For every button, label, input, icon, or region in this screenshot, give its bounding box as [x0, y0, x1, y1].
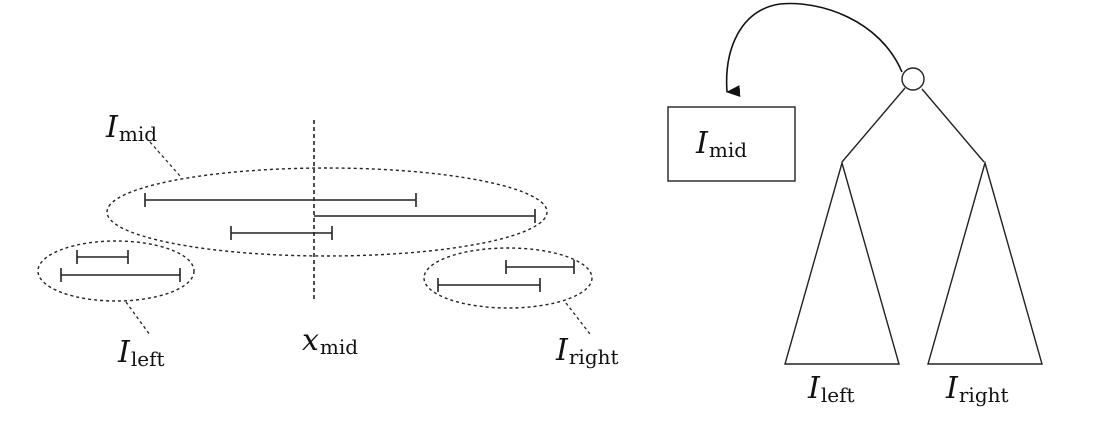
left-set-ellipse	[37, 240, 195, 302]
mid-set-box	[667, 106, 796, 182]
interval-segment	[60, 268, 181, 282]
interval-segment	[144, 193, 417, 207]
right-subtree	[927, 160, 1043, 365]
interval-segment	[230, 226, 333, 240]
mid-set-ellipse	[106, 167, 548, 257]
mid-label-leader	[149, 141, 181, 177]
interval-segment	[76, 250, 129, 264]
left-child-edge	[841, 87, 906, 163]
split-label: xmid	[302, 323, 358, 359]
mid-pointer-arrow	[725, 2, 903, 98]
left-subtree-label: Ileft	[807, 371, 855, 407]
root-node	[901, 67, 925, 91]
left-set-label: Ileft	[117, 335, 165, 371]
interval-sets-panel: Imid Ileft Iright xmid	[37, 110, 619, 371]
right-label-leader	[565, 302, 591, 335]
interval-segment	[505, 260, 575, 274]
right-child-edge	[921, 88, 985, 163]
right-set-ellipse	[423, 247, 593, 309]
left-subtree	[784, 160, 900, 365]
mid-set-label: Imid	[105, 110, 157, 146]
interval-segment	[437, 278, 541, 292]
interval-segment	[314, 209, 536, 223]
tree-structure-panel: Imid Ileft Iright	[667, 2, 1043, 407]
left-label-leader	[125, 301, 151, 336]
mid-box-label: Imid	[695, 126, 747, 162]
right-subtree-label: Iright	[945, 371, 1009, 407]
right-set-label: Iright	[555, 333, 619, 369]
